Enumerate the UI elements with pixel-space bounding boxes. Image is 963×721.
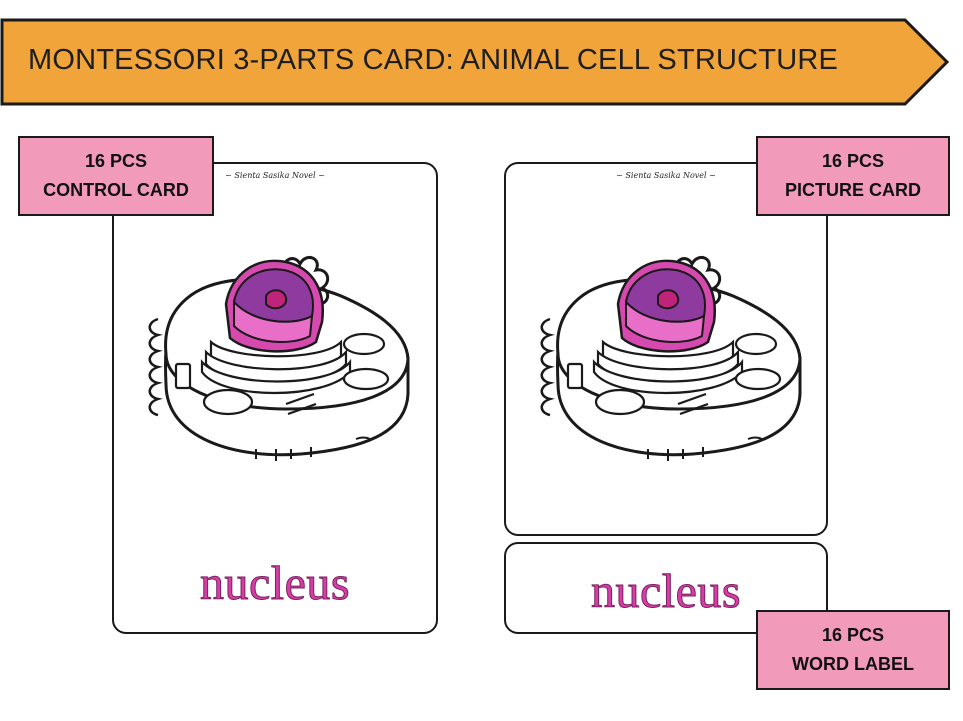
word-label-count: 16 PCS bbox=[821, 625, 885, 645]
picture-card: ~ Sienta Sasika Novel ~ bbox=[504, 162, 828, 536]
control-card-word: nucleus bbox=[199, 557, 351, 611]
author-credit: ~ Sienta Sasika Novel ~ bbox=[616, 171, 716, 180]
control-card-tag: 16 PCS CONTROL CARD bbox=[18, 136, 214, 216]
banner-arrow-shape bbox=[0, 18, 950, 106]
picture-card-label: PICTURE CARD bbox=[784, 180, 921, 200]
title-banner: MONTESSORI 3-PARTS CARD: ANIMAL CELL STR… bbox=[0, 0, 963, 110]
page-title: MONTESSORI 3-PARTS CARD: ANIMAL CELL STR… bbox=[28, 44, 839, 76]
picture-card-count: 16 PCS bbox=[821, 151, 885, 171]
word-label-tag: 16 PCS WORD LABEL bbox=[756, 610, 950, 690]
picture-card-tag: 16 PCS PICTURE CARD bbox=[756, 136, 950, 216]
animal-cell-illustration bbox=[540, 255, 802, 461]
animal-cell-illustration bbox=[148, 255, 410, 461]
control-card-count: 16 PCS bbox=[84, 151, 148, 171]
control-card: ~ Sienta Sasika Novel ~ nucleus bbox=[112, 162, 438, 634]
word-label-text: nucleus bbox=[590, 565, 742, 619]
control-card-label: CONTROL CARD bbox=[43, 180, 189, 200]
word-label-label: WORD LABEL bbox=[792, 654, 914, 674]
author-credit: ~ Sienta Sasika Novel ~ bbox=[225, 171, 325, 180]
